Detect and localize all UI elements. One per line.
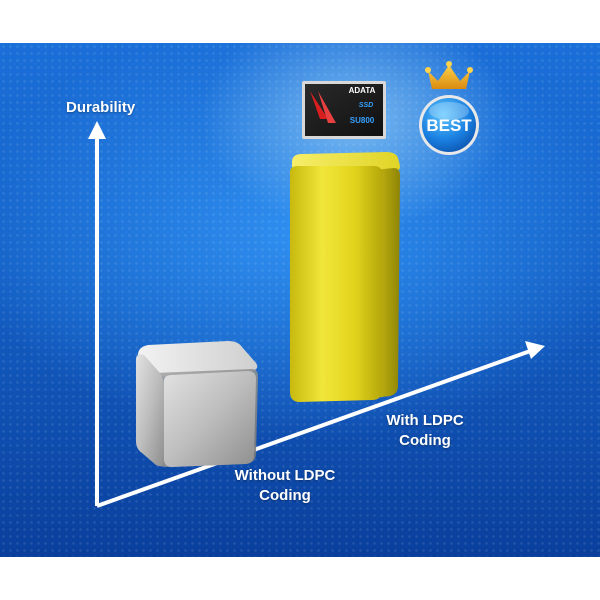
- chart-axes: [88, 121, 545, 508]
- category-label-without-ldpc: Without LDPC Coding: [215, 466, 355, 506]
- ssd-product: ADATA SSD SU800: [300, 79, 388, 146]
- ssd-model: SU800: [350, 116, 375, 125]
- badge-text: BEST: [426, 116, 472, 135]
- category-label-without-ldpc-text: Without LDPC Coding: [234, 467, 336, 504]
- with-ldpc-bar: [290, 152, 400, 402]
- ssd-brand: ADATA: [349, 86, 376, 95]
- y-axis-label: Durability: [66, 99, 136, 116]
- hero-panel: ADATA SSD SU800: [0, 43, 600, 557]
- without-ldpc-cube: [136, 341, 258, 467]
- best-badge: BEST: [414, 59, 484, 164]
- y-axis-arrow: [88, 121, 106, 139]
- crown-icon: [425, 61, 473, 89]
- x-axis-line: [96, 348, 534, 508]
- ssd-type: SSD: [359, 102, 373, 109]
- category-label-with-ldpc: With LDPC Coding: [375, 411, 475, 451]
- x-axis-arrow: [525, 341, 545, 359]
- category-label-with-ldpc-text: With LDPC Coding: [386, 412, 464, 449]
